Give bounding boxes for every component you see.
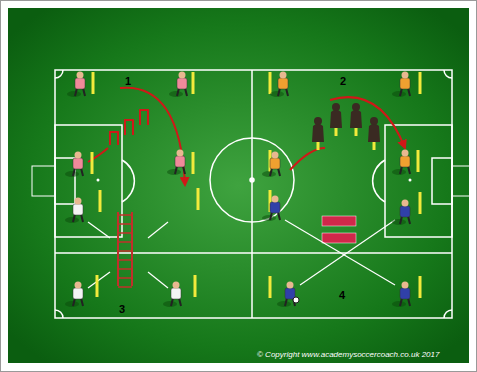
passing-lines [88,220,395,288]
ball [293,297,299,303]
callout-number: 3 [119,303,125,315]
rebound-boards [322,216,356,243]
pitch-lines [55,70,452,318]
marker-poles [91,72,422,298]
callout-number: 4 [339,289,345,301]
ladder-rungs [118,215,132,287]
callout-number: 1 [125,75,131,87]
mannequins [312,103,380,150]
grass [8,8,469,363]
agility-ladder [118,212,132,286]
goals [32,166,475,196]
players [65,72,410,308]
hurdles [110,110,148,145]
movement-arrows [88,88,405,185]
copyright-note: © Copyright www.academysoccercoach.co.uk… [257,350,439,359]
callout-number: 2 [340,75,346,87]
